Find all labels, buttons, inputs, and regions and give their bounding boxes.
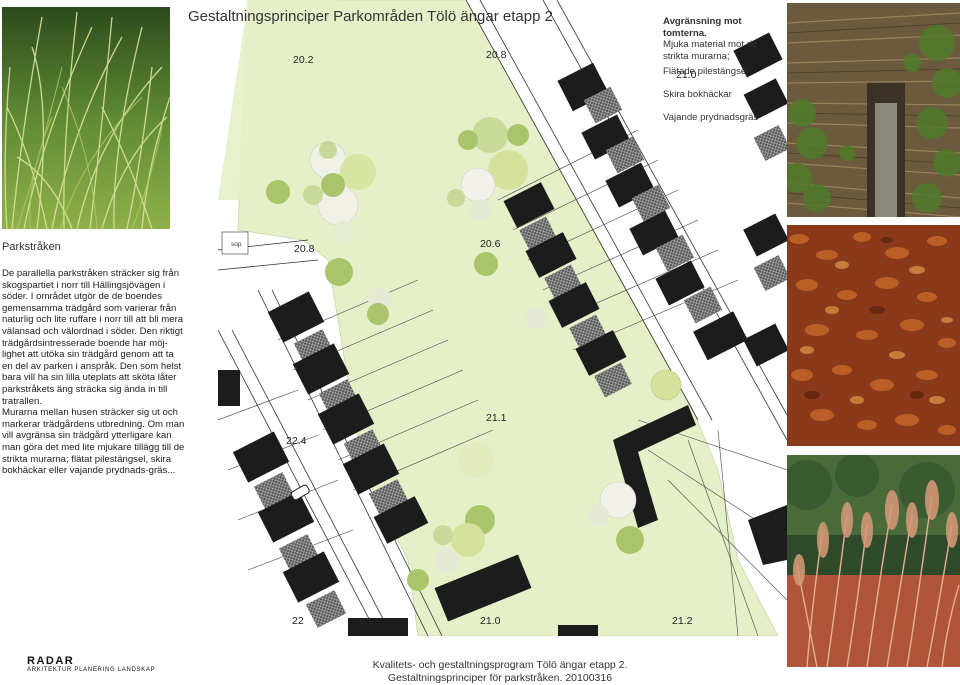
ornamental-grass-photo (2, 7, 170, 229)
elevation-label: 22.4 (286, 435, 307, 447)
body-paragraph: Murarna mellan husen sträcker sig ut och… (2, 407, 185, 477)
boundary-heading: Avgränsning mot tomterna. (663, 16, 742, 39)
waste-shed-label: sop (231, 241, 242, 248)
footer: Kvalitets- och gestaltningsprogram Tölö … (300, 659, 700, 685)
tree-group (266, 117, 682, 591)
building-row-middle (503, 182, 632, 398)
site-plan: 20.2 20.8 21.0 20.8 20.6 21.1 22.4 22 21… (218, 0, 787, 636)
elevation-label: 20.6 (480, 238, 501, 250)
boundary-panel: Avgränsning mot tomterna. Mjuka material… (663, 16, 783, 123)
page-title: Gestaltningsprinciper Parkområden Tölö ä… (188, 8, 553, 25)
body-text: De parallella parkstråken sträcker sig f… (2, 268, 186, 477)
footer-line: Kvalitets- och gestaltningsprogram Tölö … (372, 659, 628, 671)
elevation-label: 20.8 (486, 49, 507, 61)
park-lawn-north (218, 0, 338, 200)
body-paragraph: De parallella parkstråken sträcker sig f… (2, 268, 184, 407)
building-row-west (218, 291, 429, 628)
elevation-label: 21.0 (480, 615, 501, 627)
elevation-label: 20.8 (294, 243, 315, 255)
elevation-labels: 20.2 20.8 21.0 20.8 20.6 21.1 22.4 22 21… (231, 49, 697, 627)
boundary-item: Flätade pilestängsel (663, 66, 749, 77)
elevation-label: 21.1 (486, 412, 507, 424)
waste-shed (221, 231, 249, 255)
elevation-label: 22 (292, 615, 304, 627)
elevation-label: 21.0 (676, 69, 697, 81)
boundary-item: Skira bokhäckar (663, 89, 732, 100)
elevation-label: 21.2 (672, 615, 693, 627)
pampas-grass-photo (787, 455, 960, 667)
logo: RADAR (27, 655, 75, 667)
building-row-east (557, 32, 787, 367)
car-icon (290, 484, 310, 501)
section-heading: Parkstråken (2, 241, 61, 253)
elevation-label: 20.2 (293, 54, 314, 66)
logo-tagline: ARKITEKTUR PLANERING LANDSKAP (27, 667, 156, 673)
boundary-item: Vajande prydnadsgräs (663, 112, 759, 123)
boundary-subtitle: Mjuka material mot de strikta murarna; (663, 39, 758, 62)
willow-fence-photo (787, 3, 960, 217)
footer-line: Gestaltningsprinciper för parkstråken. 2… (387, 672, 613, 684)
beech-hedge-photo (787, 225, 960, 446)
